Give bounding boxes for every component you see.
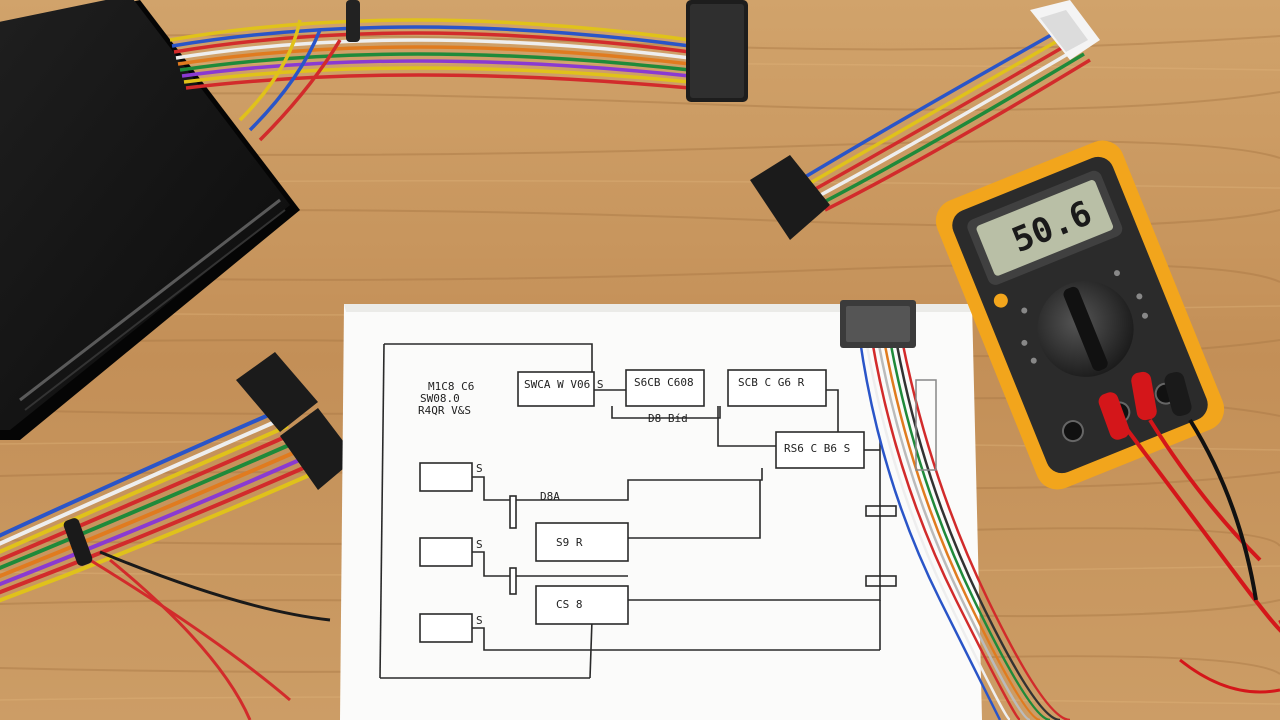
right-harness-connectors (750, 0, 1100, 240)
label-row3: S (476, 614, 483, 627)
head-unit-device (0, 0, 300, 440)
label-box-f: CS 8 (556, 598, 583, 611)
label-box-a: SWCA W V06 S (524, 378, 603, 391)
label-box-b: S6CB C608 (634, 376, 694, 389)
label-left-2: SW08.0 (420, 392, 460, 405)
paper-wire-bundle (858, 339, 1071, 720)
paper-bundle-connector (840, 300, 937, 471)
top-connector (686, 0, 748, 102)
label-row2: S (476, 538, 483, 551)
schematic-diagram (379, 343, 897, 679)
label-box-e: S9 R (556, 536, 583, 549)
schematic-paper (340, 304, 982, 720)
label-mid-wire: D8A (540, 490, 560, 503)
left-wire-harness (0, 408, 331, 720)
right-wire-harness (799, 28, 1091, 212)
schematic-labels: M1C8 C6 SW08.0 R4QR V&S SWCA W V06 S S6C… (418, 376, 850, 627)
label-box-d: RS6 C B6 S (784, 442, 850, 455)
label-left-1: M1C8 C6 (428, 380, 474, 393)
label-left-3: R4QR V&S (418, 404, 471, 417)
multimeter-probes (1098, 371, 1280, 694)
label-box-c: SCB C G6 R (738, 376, 805, 389)
left-harness-connectors (236, 352, 356, 490)
label-row1: S (476, 462, 483, 475)
multimeter-lcd (976, 180, 1114, 276)
label-mid: D8 Bíd (648, 412, 688, 425)
top-wire-harness (169, 0, 691, 142)
